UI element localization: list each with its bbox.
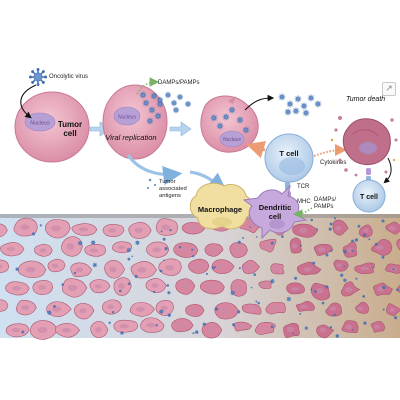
virion (294, 95, 302, 103)
virion (172, 106, 180, 114)
cytokines-arrow (313, 144, 347, 157)
lysis-virions (210, 106, 250, 134)
virion (139, 91, 147, 99)
virion (300, 102, 308, 110)
taa-label-line3: antigens (159, 193, 181, 199)
nucleus-label-3: Nucleus (223, 137, 242, 143)
damps-pamps-label-right-line1: DAMPs/ (314, 197, 336, 203)
dendritic-cell: Dendritic cell (242, 184, 308, 240)
expand-icon[interactable]: ↗ (382, 82, 396, 96)
mhc-label: MHC (297, 199, 311, 205)
oncolytic-virus-particle (28, 67, 48, 87)
virion (146, 117, 154, 125)
virion (222, 113, 230, 121)
tumor-cell-stage-3: Nucleus (200, 95, 259, 153)
nucleus-stage-2 (113, 106, 141, 126)
virion (210, 114, 218, 122)
virion (184, 100, 192, 108)
t-cell-attack-arrow (246, 140, 267, 159)
nucleus-stage-3 (219, 130, 245, 148)
virion (77, 240, 83, 246)
virion (90, 240, 96, 245)
tcr-label: TCR (297, 184, 310, 190)
tumor-cell-label-line2: cell (63, 129, 76, 138)
taa-label-line2: associated (159, 186, 187, 192)
dying-tumor-cell (330, 116, 398, 177)
virion (156, 96, 164, 104)
antigen-arrow-upper (126, 154, 183, 186)
t-cell-center-label: T cell (279, 149, 298, 158)
virus-entry-arrow (20, 84, 37, 119)
virion (314, 100, 322, 108)
virion (126, 247, 132, 253)
released-virions (278, 93, 322, 117)
virion (176, 93, 184, 101)
t-cell-center: T cell (264, 133, 314, 183)
virion (286, 296, 292, 302)
cytokines-label: Cytokines (320, 160, 346, 166)
tumor-cell-stage-1: Nucleus Tumor cell (14, 84, 90, 163)
tumor-death-label: Tumor death (346, 96, 385, 103)
virion (286, 100, 294, 108)
virion (142, 99, 150, 107)
nucleus-label-1: Nucleus (30, 121, 50, 127)
virion (230, 290, 236, 296)
damps-pamps-label-top: DAMPs/PAMPs (158, 80, 200, 86)
virion (154, 112, 162, 120)
replicating-virions (139, 91, 192, 125)
virion (302, 109, 310, 117)
progression-arrow-2 (169, 121, 192, 137)
t-cell-right: T cell (352, 168, 386, 213)
death-release-arrow (383, 157, 392, 184)
viral-replication-label: Viral replication (105, 133, 156, 142)
tumor-cell-stage-2: Nucleus Viral replication (102, 84, 192, 160)
macrophage-label: Macrophage (198, 205, 242, 214)
nucleus-label-2: Nucleus (118, 115, 137, 121)
tissue-cells (0, 217, 400, 340)
oncolytic-virus-label: Oncolytic virus (49, 74, 88, 80)
taa-label-line1: Tumor (159, 179, 176, 185)
dendritic-label-line2: cell (269, 212, 282, 221)
tissue-virions (15, 217, 399, 338)
virion (164, 91, 172, 99)
virion (236, 116, 244, 124)
virion (284, 108, 292, 116)
virion (150, 92, 158, 100)
virion (228, 106, 236, 114)
virion (216, 122, 224, 130)
virion (148, 106, 156, 114)
virion (158, 309, 164, 314)
oncolytic-virus-icon (28, 67, 48, 87)
macrophage-cell: Macrophage (189, 182, 253, 230)
virion (46, 310, 52, 316)
tumor-tissue-band (0, 214, 400, 340)
tumor-cell-label-line1: Tumor (58, 120, 82, 129)
t-cell-right-label: T cell (360, 194, 378, 201)
virion (135, 240, 140, 246)
virion (292, 107, 300, 115)
nucleus-stage-1 (24, 112, 56, 132)
virion (242, 126, 250, 134)
virion (278, 93, 286, 101)
virion (269, 278, 275, 284)
virion (307, 94, 315, 102)
virion-release-arrow (244, 94, 275, 111)
damps-pamps-label-right-line2: PAMPs (314, 204, 334, 210)
antigen-particles (146, 178, 157, 190)
virion (170, 99, 178, 107)
dendritic-label-line1: Dendritic (259, 203, 292, 212)
virion (92, 262, 98, 268)
cell-debris (330, 116, 398, 177)
